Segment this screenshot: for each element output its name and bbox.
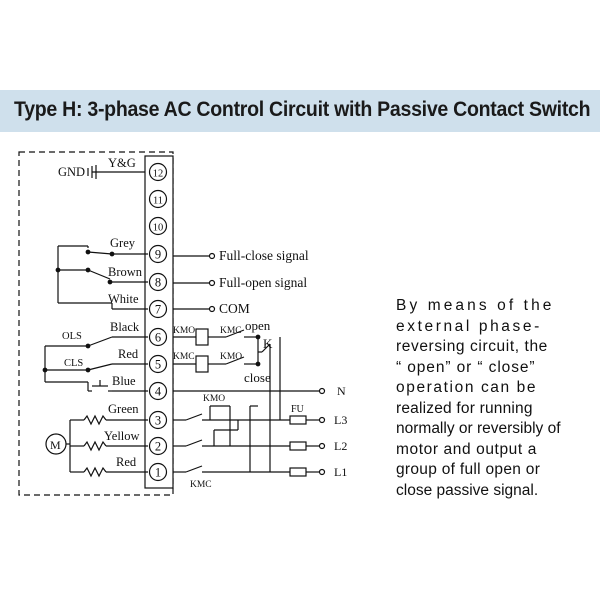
white-label: White: [108, 292, 139, 306]
kmc-coil: [195, 355, 209, 373]
terminal-circle: [148, 354, 168, 374]
terminal-number: 9: [155, 248, 161, 262]
kmo-coil: [195, 328, 209, 346]
description-line: external phase-: [396, 317, 542, 335]
l1-label: L1: [334, 465, 347, 479]
l2-label: L2: [334, 439, 347, 453]
kmc-coil-label-2: KMC: [173, 352, 195, 362]
com-label: COM: [219, 301, 250, 316]
terminal-number: 10: [153, 223, 164, 234]
description-line: operation can be: [396, 379, 538, 396]
terminal-circle: [148, 436, 168, 456]
terminal-circle: [148, 381, 168, 401]
motor-label: M: [50, 438, 61, 452]
kmc-contact-label: KMC: [220, 326, 242, 336]
fuse: [289, 415, 307, 425]
green-label: Green: [108, 402, 139, 416]
red-label: Red: [118, 347, 139, 361]
open-label: open: [245, 318, 271, 333]
terminal-number: 6: [155, 331, 161, 345]
description-line: motor and output a: [396, 440, 537, 458]
terminal-circle: [148, 462, 168, 482]
terminal-circle: [148, 410, 168, 430]
cls-label: CLS: [64, 358, 83, 369]
yg-label: Y&G: [108, 156, 136, 170]
full-open-signal-label: Full-open signal: [219, 275, 307, 290]
terminal-circle: [148, 162, 168, 182]
terminal-number: 4: [155, 385, 162, 399]
terminal-number: 1: [155, 466, 161, 480]
description-line: normally or reversibly of: [396, 420, 561, 437]
description-line: realized for running: [396, 399, 533, 417]
brown-label: Brown: [108, 265, 143, 279]
terminal-number: 7: [155, 303, 161, 317]
kmo-contact-label: KMO: [220, 352, 242, 362]
kmo-power-label: KMO: [203, 394, 225, 404]
terminal-circle: [148, 189, 168, 209]
terminal-strip: [144, 155, 174, 489]
terminal-circle: [148, 272, 168, 292]
kmc-power-label: KMC: [190, 480, 212, 490]
grey-label: Grey: [110, 236, 136, 250]
description-line: group of full open or: [396, 461, 541, 478]
terminal-number: 12: [153, 169, 164, 180]
red-motor-label: Red: [116, 455, 137, 469]
kmo-coil-label: KMO: [173, 326, 195, 336]
full-close-signal-label: Full-close signal: [219, 248, 309, 263]
terminal-number: 5: [155, 358, 161, 372]
description-line: “ open” or “ close”: [396, 358, 536, 376]
terminal-number: 8: [155, 276, 161, 290]
n-label: N: [337, 384, 346, 398]
description-line: reversing circuit, the: [396, 338, 548, 355]
yellow-label: Yellow: [104, 429, 140, 443]
title-bar: Type H: 3-phase AC Control Circuit with …: [0, 90, 600, 132]
description-line: close passive signal.: [396, 481, 539, 499]
k-label: K: [263, 336, 273, 351]
terminal-circle: [148, 244, 168, 264]
l3-label: L3: [334, 413, 347, 427]
description-line: By means of the: [396, 297, 555, 314]
gnd-label: GND: [58, 165, 85, 179]
description-text: By means of the external phase- reversin…: [396, 296, 592, 501]
terminal-number: 2: [155, 440, 161, 454]
terminal-group: 12 11 10 9 8 7 6 5 4 3 2 1: [148, 162, 168, 482]
terminal-number: 3: [155, 414, 161, 428]
fu-label: FU: [291, 404, 305, 415]
terminal-number: 11: [153, 196, 163, 207]
terminal-circle: [148, 299, 168, 319]
ols-label: OLS: [62, 331, 82, 342]
black-label: Black: [110, 320, 140, 334]
terminal-circle: [148, 216, 168, 236]
page-title: Type H: 3-phase AC Control Circuit with …: [14, 98, 591, 121]
close-label: close: [244, 370, 271, 385]
blue-label: Blue: [112, 374, 136, 388]
terminal-circle: [148, 327, 168, 347]
